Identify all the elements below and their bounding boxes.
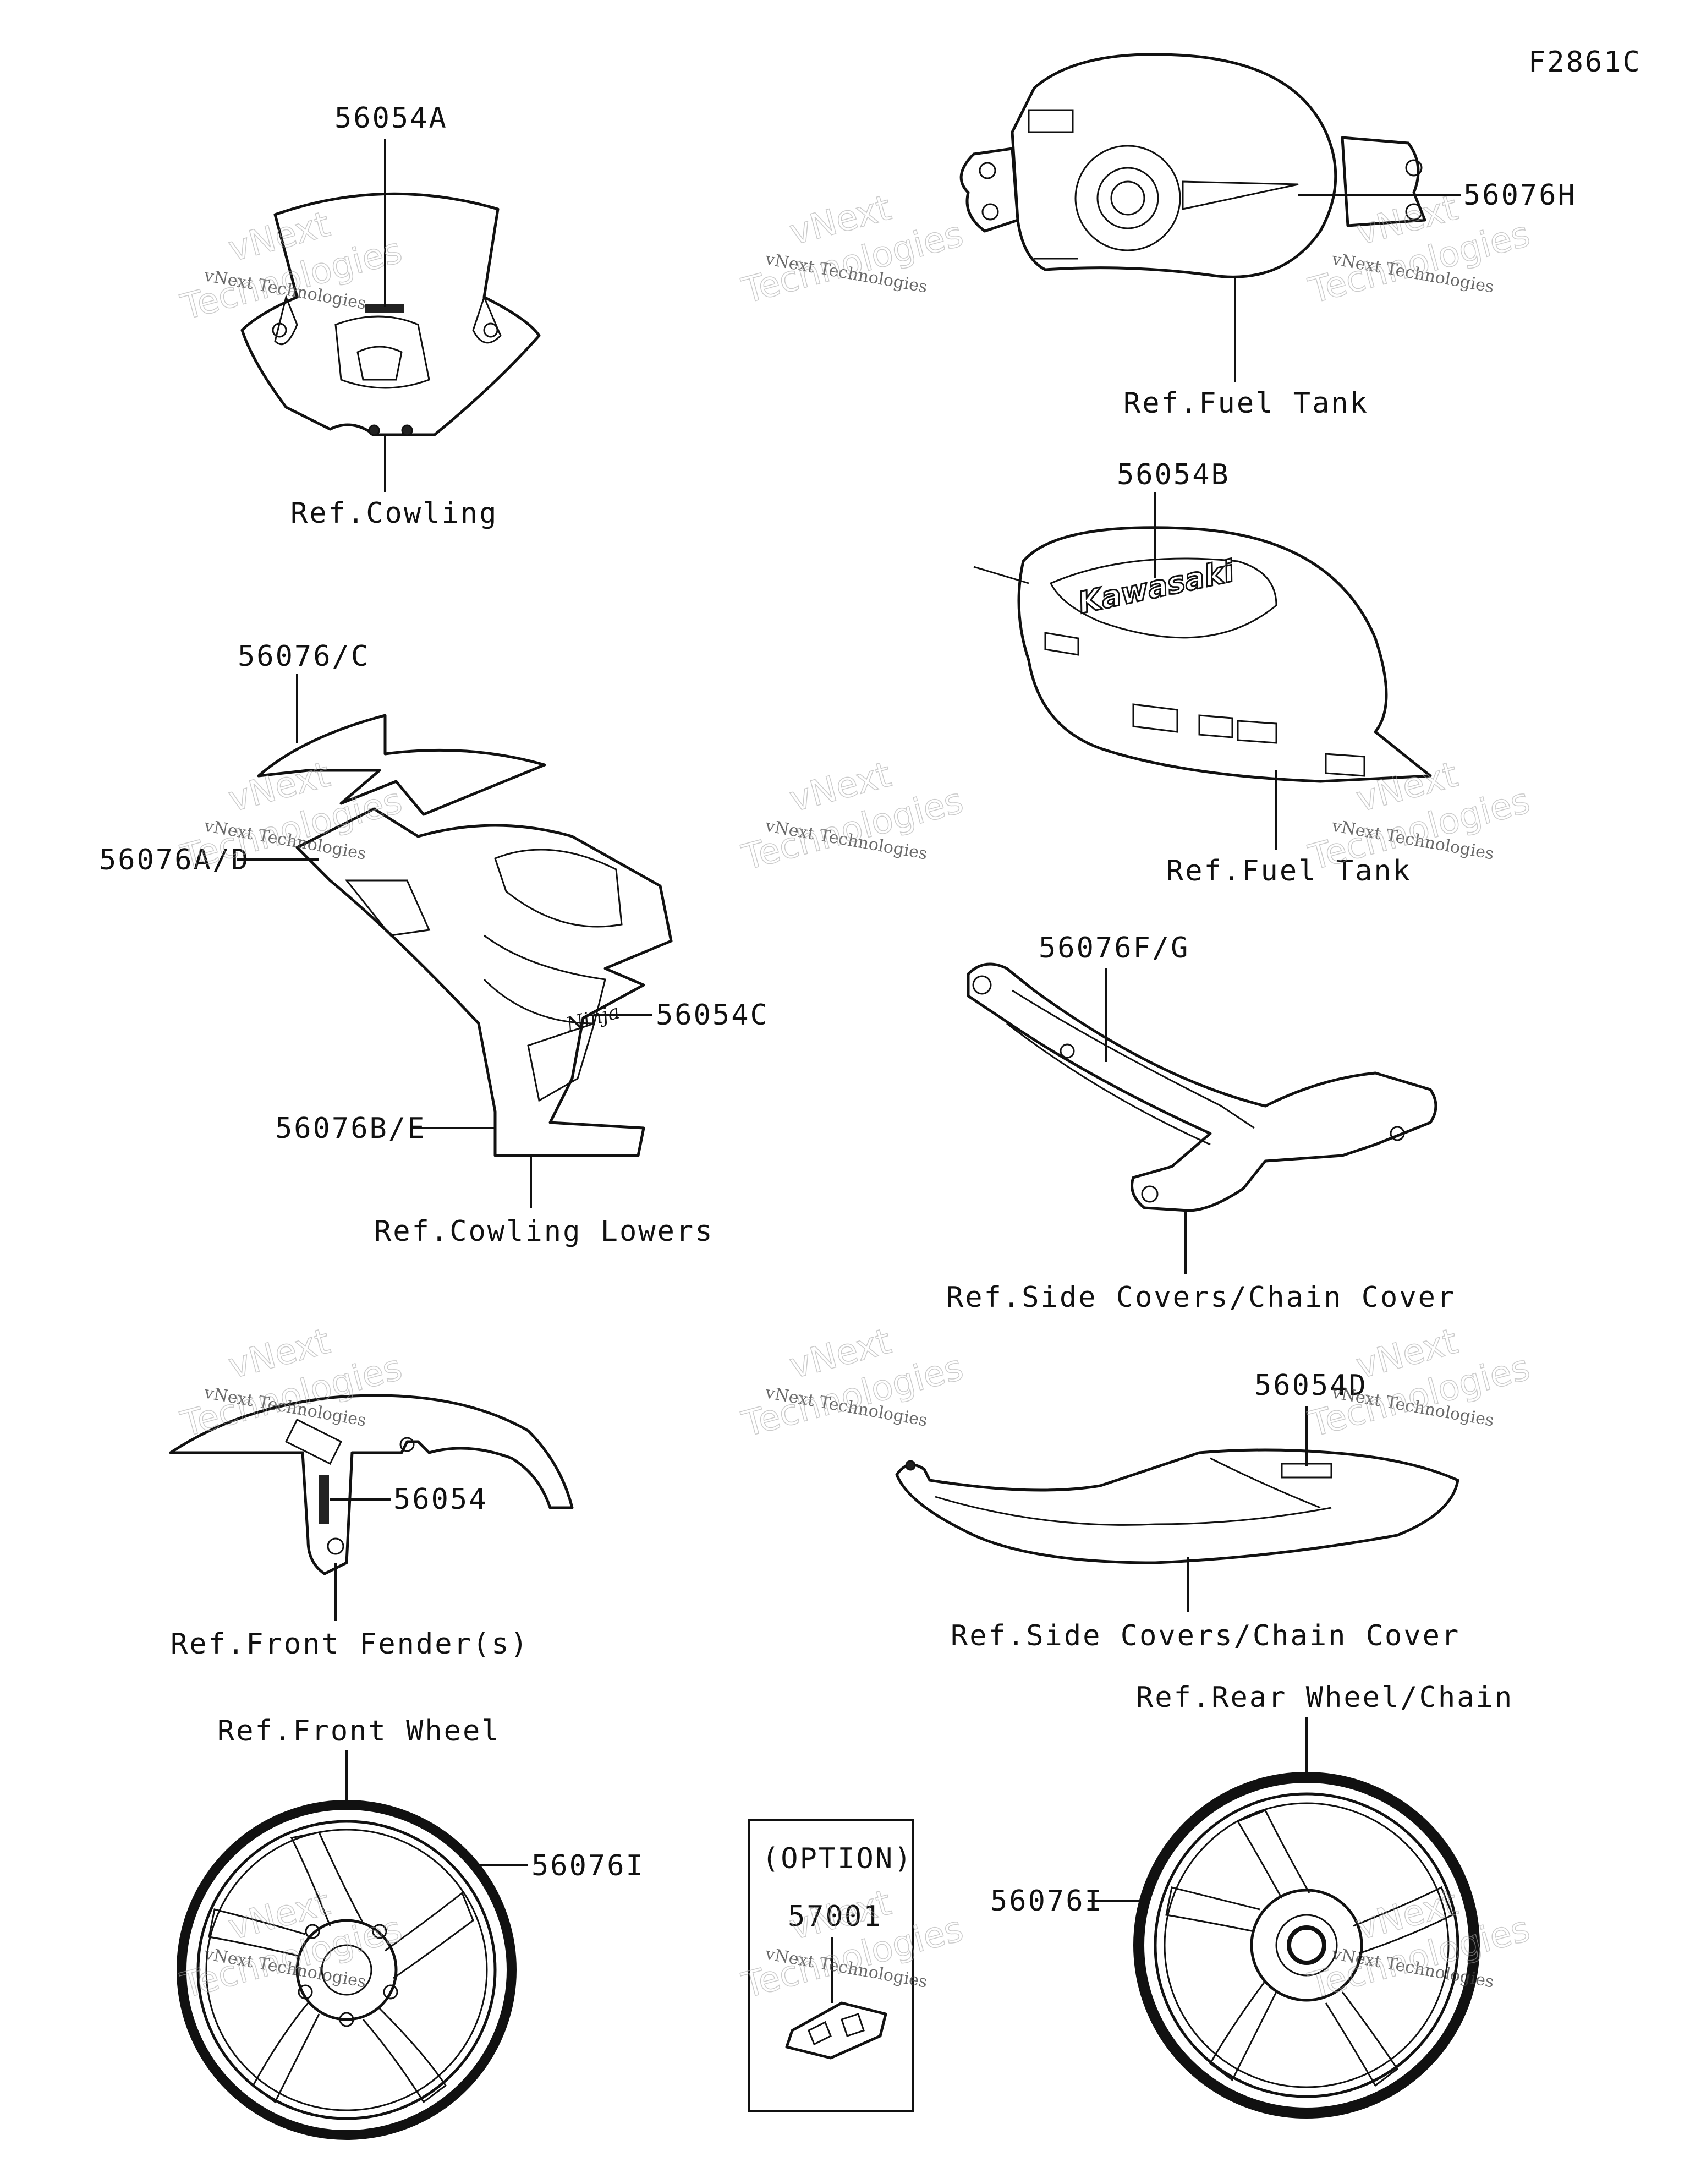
label-57001: 57001: [788, 1900, 882, 1933]
label-ref-cowling-lowers: Ref.Cowling Lowers: [374, 1215, 714, 1248]
label-56076C: 56076/C: [238, 640, 370, 673]
label-56076AD: 56076A/D: [99, 844, 250, 877]
rear-wheel-drawing: [1133, 1772, 1480, 2119]
label-ref-side-covers-1: Ref.Side Covers/Chain Cover: [946, 1281, 1456, 1314]
windscreen-cowling-drawing: [240, 192, 541, 436]
label-ref-side-covers-2: Ref.Side Covers/Chain Cover: [951, 1619, 1460, 1652]
front-fender-drawing: [169, 1394, 574, 1575]
label-ref-cowling: Ref.Cowling: [290, 497, 498, 530]
label-ref-front-wheel: Ref.Front Wheel: [217, 1715, 501, 1748]
label-56054A: 56054A: [334, 102, 448, 135]
label-ref-fuel-tank-1: Ref.Fuel Tank: [1123, 387, 1369, 420]
front-wheel-drawing: [177, 1800, 517, 2140]
label-56054: 56054: [393, 1483, 488, 1516]
label-56054B: 56054B: [1117, 458, 1230, 491]
label-56076H: 56076H: [1463, 179, 1577, 212]
side-cover-lower-drawing: [895, 1448, 1459, 1564]
seat-cowl-upper-drawing: [967, 962, 1437, 1212]
label-56054D: 56054D: [1254, 1369, 1368, 1402]
label-option: (OPTION): [762, 1842, 913, 1875]
label-ref-rear-wheel: Ref.Rear Wheel/Chain: [1136, 1681, 1513, 1714]
label-ref-front-fender: Ref.Front Fender(s): [171, 1628, 529, 1661]
label-56054C: 56054C: [656, 999, 769, 1032]
side-cowling-drawing: Ninja: [257, 714, 673, 1157]
fuel-tank-top-drawing: [959, 53, 1426, 278]
label-56076FG: 56076F/G: [1039, 932, 1189, 965]
figure-code: F2861C: [1528, 46, 1642, 79]
label-56076I-rear: 56076I: [990, 1885, 1104, 1918]
label-ref-fuel-tank-2: Ref.Fuel Tank: [1166, 855, 1412, 888]
fuel-tank-side-drawing: Kawasaki: [973, 526, 1432, 783]
label-56076BE: 56076B/E: [275, 1112, 426, 1145]
tool-kit-drawing: [785, 2001, 887, 2060]
label-56076I-front: 56076I: [531, 1849, 645, 1882]
